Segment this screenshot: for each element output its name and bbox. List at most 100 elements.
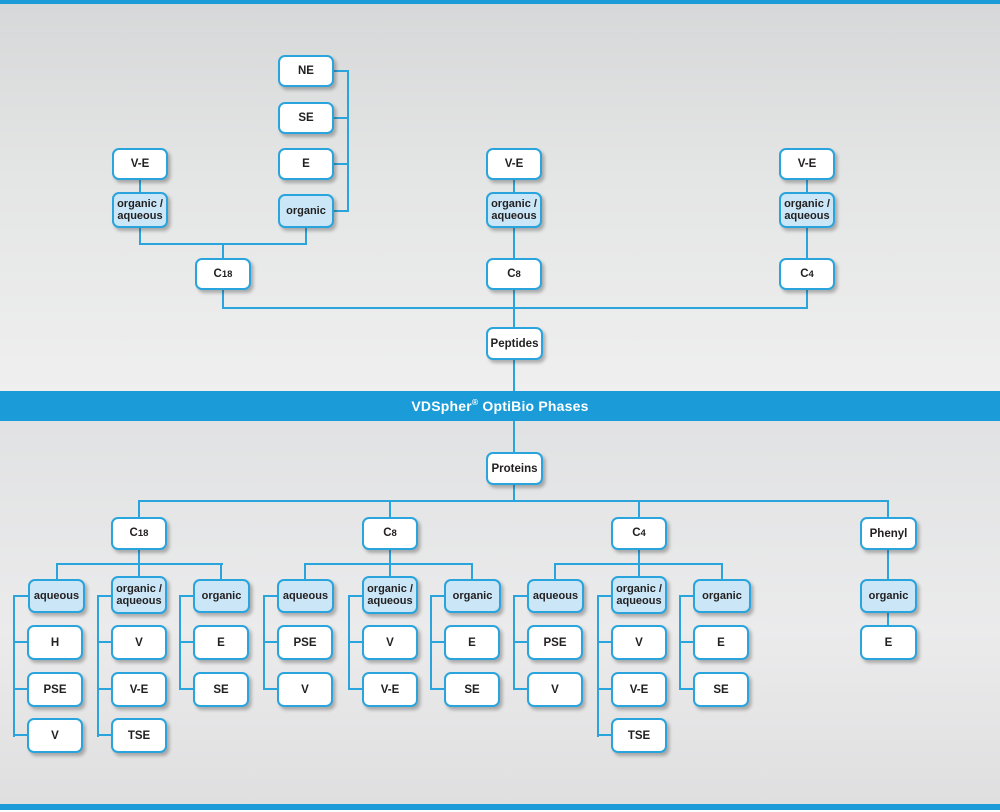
connector xyxy=(554,563,722,565)
phase-v-c18-organic-aqueous: V xyxy=(111,625,167,660)
connector xyxy=(887,613,889,625)
mode-label: organic xyxy=(868,589,909,602)
mode-label: aqueous xyxy=(532,589,579,602)
phase-label: E xyxy=(468,636,476,649)
phase-label: PSE xyxy=(543,636,567,649)
connector xyxy=(597,734,611,736)
phase-v-c18-aqueous: V xyxy=(27,718,83,753)
connector xyxy=(513,485,515,501)
connector xyxy=(513,421,515,452)
phase-label: E xyxy=(217,636,225,649)
phase-e-phenyl-organic: E xyxy=(860,625,917,660)
mode-label: organic / xyxy=(784,197,830,210)
mode-label: organic / xyxy=(491,197,537,210)
connector xyxy=(597,595,599,737)
connector xyxy=(305,228,307,245)
column-phenyl-proteins: Phenyl xyxy=(860,517,917,550)
connector xyxy=(513,360,515,391)
connector xyxy=(97,595,111,597)
mode-label: organic / xyxy=(367,582,413,595)
connector xyxy=(679,595,693,597)
root-label: Proteins xyxy=(491,462,538,475)
connector xyxy=(597,641,611,643)
phase-e-c8-organic: E xyxy=(444,625,500,660)
connector xyxy=(56,563,58,579)
mode-label: organic / xyxy=(117,197,163,210)
connector xyxy=(334,210,348,212)
connector xyxy=(97,734,111,736)
phase-h-c18-aqueous: H xyxy=(27,625,83,660)
mode-organic-aqueous-c8-proteins: organic /aqueous xyxy=(362,576,418,614)
mode-aqueous-c8-proteins: aqueous xyxy=(277,579,334,613)
phase-ve-c8-organic-aqueous: V-E xyxy=(362,672,418,707)
connector xyxy=(430,641,444,643)
phase-label: SE xyxy=(298,112,314,124)
root-peptides: Peptides xyxy=(486,327,543,360)
connector xyxy=(806,290,808,308)
connector xyxy=(513,596,515,690)
connector xyxy=(56,563,223,565)
connector xyxy=(597,688,611,690)
mode-label: aqueous xyxy=(116,595,162,607)
connector xyxy=(513,595,527,597)
connector xyxy=(347,70,349,212)
phase-ve-c18-organic-aqueous: V-E xyxy=(111,672,167,707)
mode-organic-c4-proteins: organic xyxy=(693,579,751,613)
phase-label: V-E xyxy=(130,158,150,170)
connector xyxy=(348,688,362,690)
phase-label: E xyxy=(884,636,893,649)
root-label: Peptides xyxy=(490,337,539,350)
banner-brand: VDSpher xyxy=(411,398,472,414)
column-c18-peptides: C18 xyxy=(195,258,251,290)
phase-pse-c8-aqueous: PSE xyxy=(277,625,333,660)
connector xyxy=(597,595,611,597)
connector xyxy=(721,563,723,579)
connector xyxy=(263,641,277,643)
mode-organic-aqueous-c8-peptides: organic /aqueous xyxy=(486,192,542,228)
phase-label: H xyxy=(50,636,60,649)
connector xyxy=(887,500,889,517)
column-c18-proteins: C18 xyxy=(111,517,167,550)
phase-label: V xyxy=(635,636,643,649)
connector xyxy=(471,563,473,579)
eluent-ve-c8-peptides: V-E xyxy=(486,148,542,180)
connector xyxy=(304,563,472,565)
connector xyxy=(513,641,527,643)
phase-label: NE xyxy=(298,65,314,77)
mode-label: aqueous xyxy=(117,210,163,222)
connector xyxy=(263,595,277,597)
phase-v-c8-organic-aqueous: V xyxy=(362,625,418,660)
connector xyxy=(887,550,889,579)
root-proteins: Proteins xyxy=(486,452,543,485)
mode-label: aqueous xyxy=(282,589,329,602)
column-label: C18 xyxy=(213,267,233,280)
connector xyxy=(430,596,432,690)
eluent-ve-c18-peptides: V-E xyxy=(112,148,168,180)
connector xyxy=(263,688,277,690)
connector xyxy=(389,500,391,517)
column-label: C8 xyxy=(507,267,521,280)
connector xyxy=(679,596,681,690)
phase-ve-c4-organic-aqueous: V-E xyxy=(611,672,667,707)
phase-se-peptides: SE xyxy=(278,102,334,134)
mode-label: organic xyxy=(286,204,326,217)
bottom-accent-bar xyxy=(0,804,1000,810)
connector xyxy=(222,307,808,309)
column-label: Phenyl xyxy=(869,527,908,540)
phase-label: V-E xyxy=(380,683,400,696)
phase-label: V-E xyxy=(504,158,524,170)
phase-label: TSE xyxy=(127,729,151,742)
connector xyxy=(513,180,515,192)
connector xyxy=(334,117,348,119)
mode-label: organic / xyxy=(116,582,162,595)
column-label: C4 xyxy=(800,267,814,280)
phase-e-c18-organic: E xyxy=(193,625,249,660)
connector xyxy=(220,563,222,579)
connector xyxy=(138,500,889,502)
mode-label: aqueous xyxy=(784,210,830,222)
connector xyxy=(554,563,556,579)
column-label: C4 xyxy=(632,527,646,539)
mode-organic-aqueous-c4-peptides: organic /aqueous xyxy=(779,192,835,228)
phase-label: TSE xyxy=(627,729,651,742)
connector xyxy=(263,596,265,690)
